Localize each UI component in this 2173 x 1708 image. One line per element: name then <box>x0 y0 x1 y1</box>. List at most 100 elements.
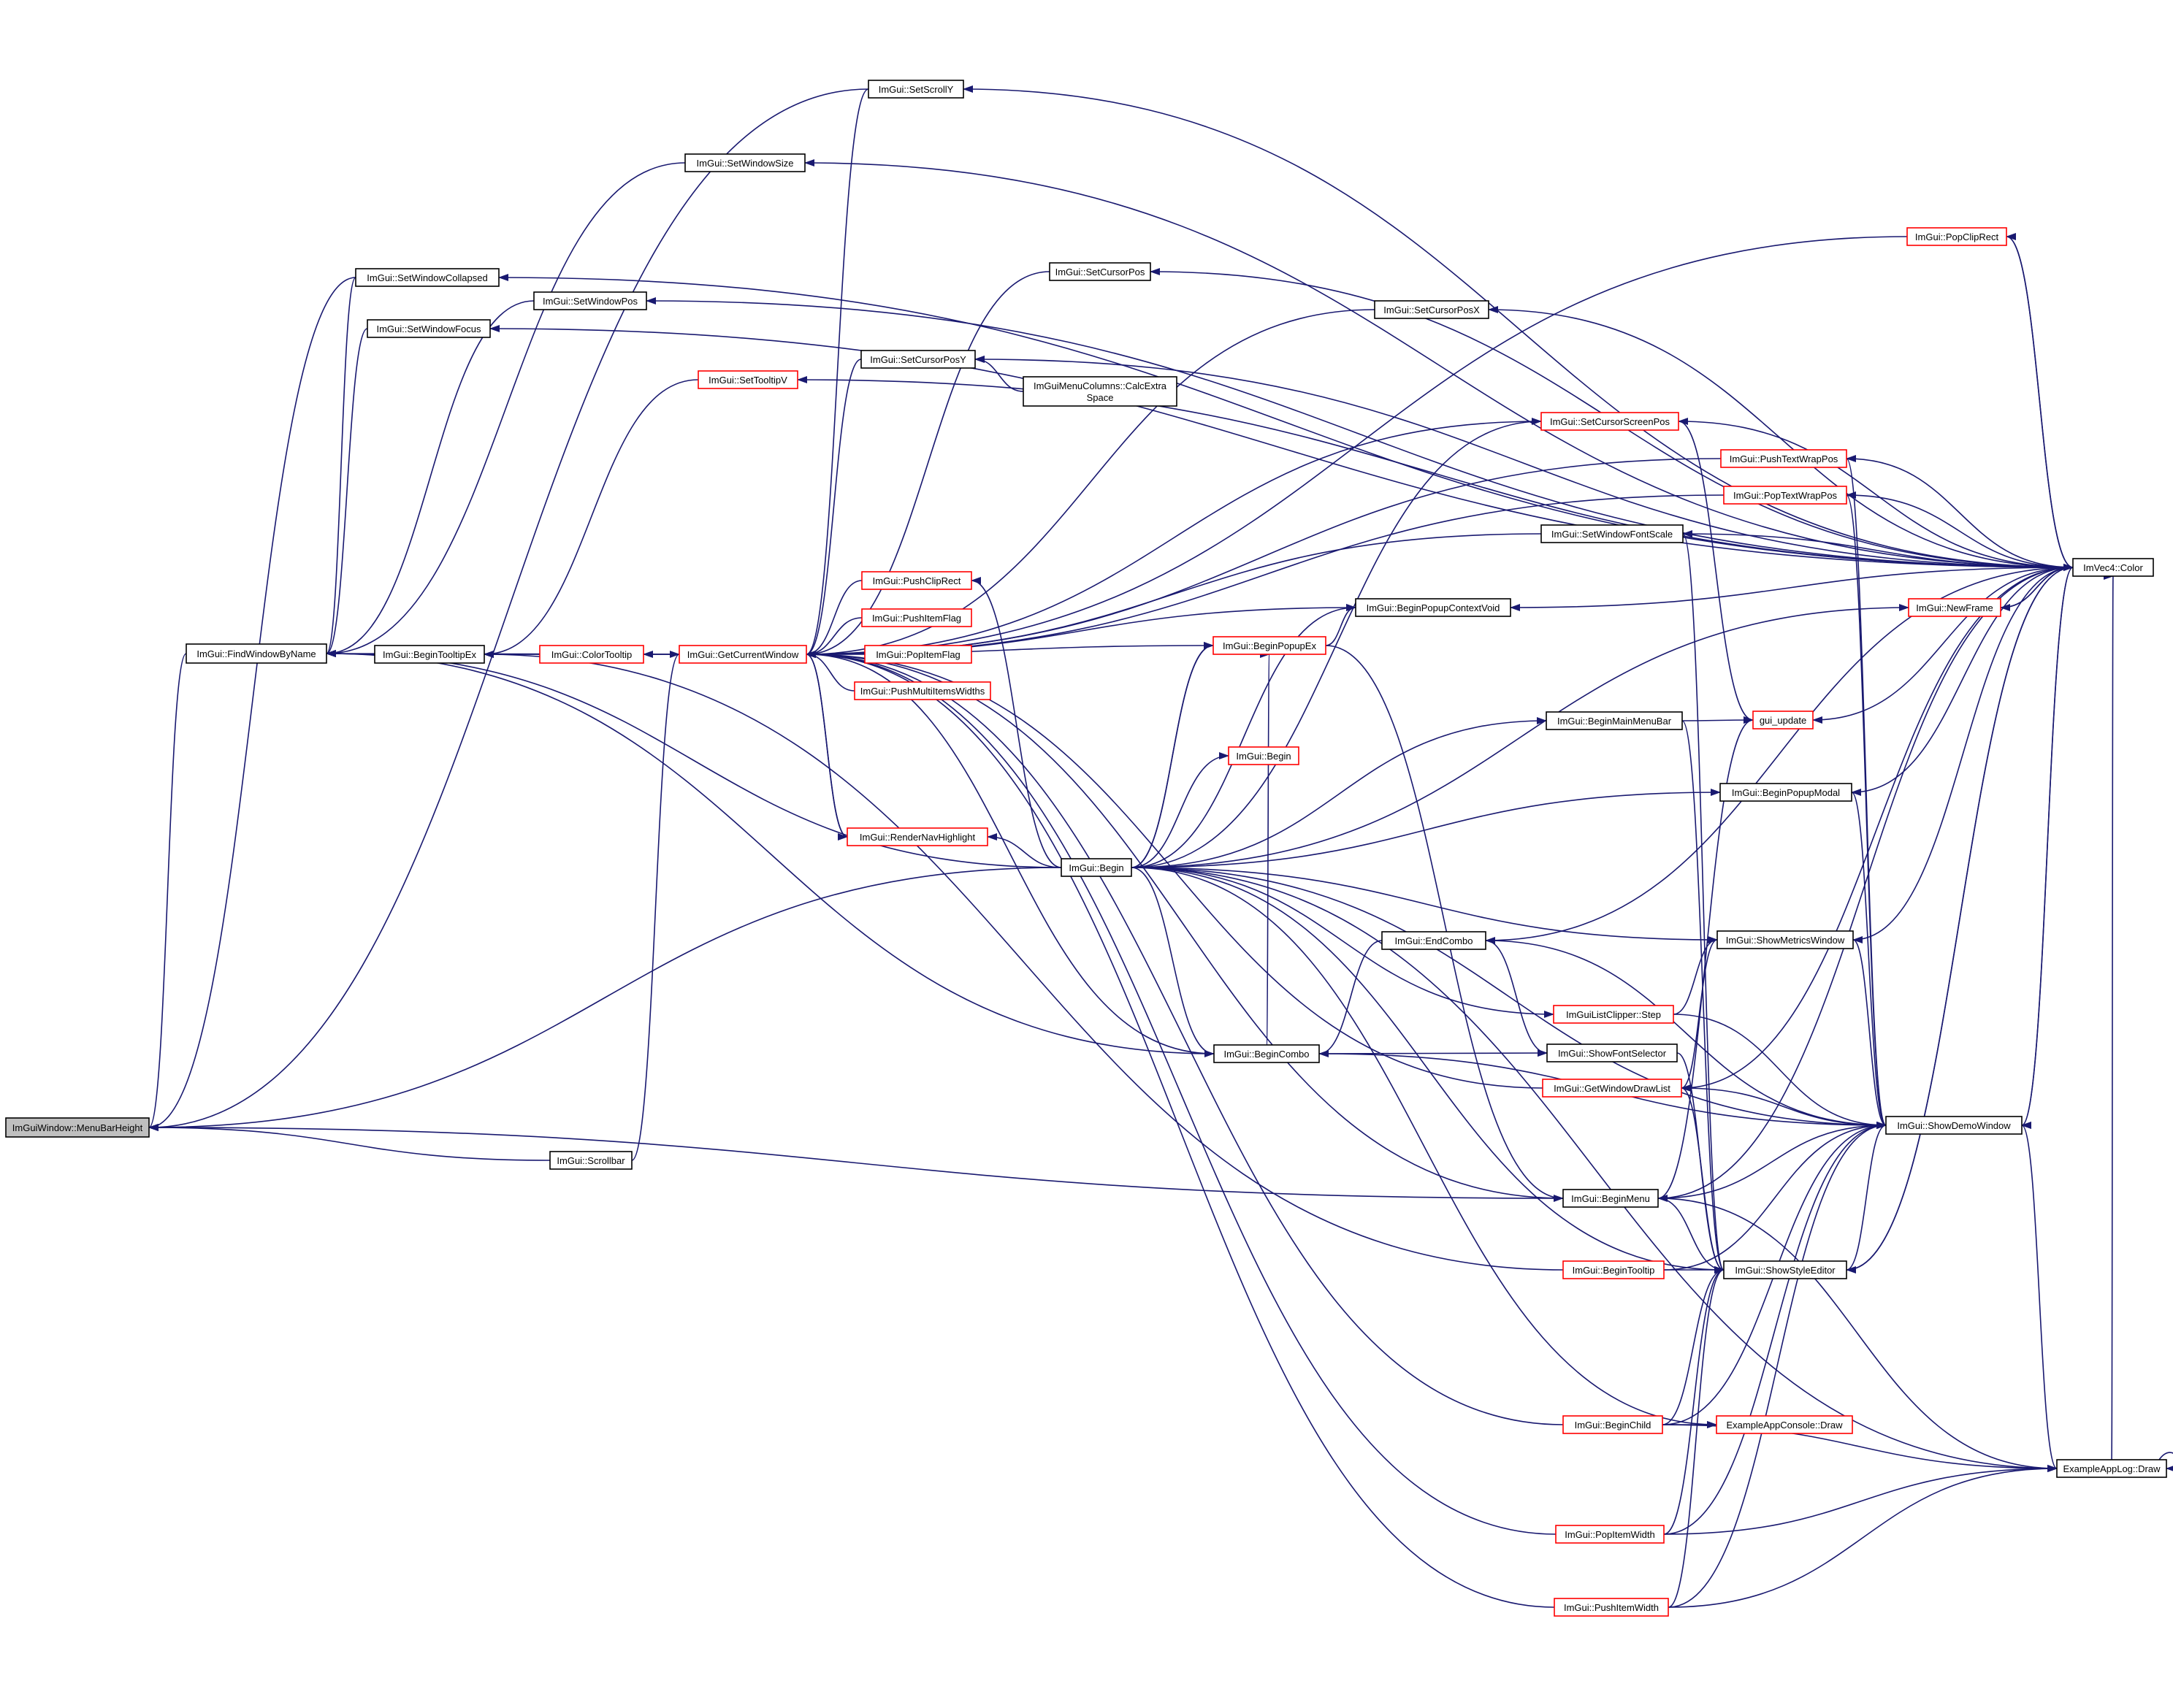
edge-styleeditor-to-demo <box>1846 1122 1887 1271</box>
node-metrics[interactable]: ImGui::ShowMetricsWindow <box>1716 930 1854 949</box>
edge-begin-to-find <box>326 650 1062 868</box>
node-guiupdate[interactable]: gui_update <box>1752 711 1814 729</box>
edge-mainmenubar-to-guiupdate <box>1681 716 1754 724</box>
node-label: ImGui::SetCursorPos <box>1055 267 1145 277</box>
node-begincombo[interactable]: ImGui::BeginCombo <box>1213 1044 1320 1063</box>
node-box <box>186 643 327 664</box>
node-box <box>1885 1116 2023 1135</box>
edge-styleeditor-to-color <box>1846 564 2074 1271</box>
node-find[interactable]: ImGui::FindWindowByName <box>186 643 327 664</box>
edge-begin-to-demo <box>1131 867 1887 1129</box>
node-label: ImGui::FindWindowByName <box>196 648 316 659</box>
node-popitemwidth[interactable]: ImGui::PopItemWidth <box>1555 1525 1665 1544</box>
node-focus[interactable]: ImGui::SetWindowFocus <box>367 319 491 338</box>
edge-color-to-beginmenu <box>1657 567 2074 1202</box>
node-label: ImGui::SetWindowCollapsed <box>367 272 487 283</box>
edge-begin-to-clipperstep <box>1131 867 1554 1018</box>
node-cursorposx[interactable]: ImGui::SetCursorPosX <box>1374 300 1489 319</box>
node-popcliprect[interactable]: ImGui::PopClipRect <box>1906 227 2007 246</box>
edge-drawlist-to-getcur <box>806 651 1543 1089</box>
node-console[interactable]: ExampleAppConsole::Draw <box>1716 1415 1853 1434</box>
node-label: ExampleAppLog::Draw <box>2063 1463 2161 1474</box>
node-demo[interactable]: ImGui::ShowDemoWindow <box>1885 1116 2023 1135</box>
edge-begintooltip-to-demo <box>1663 1122 1887 1271</box>
node-popupmodal[interactable]: ImGui::BeginPopupModal <box>1719 783 1852 802</box>
edge-color-to-cursorscreen <box>1678 418 2074 568</box>
node-label: ImGui::BeginPopupModal <box>1732 787 1840 798</box>
edge-cursorscreen-to-guiupdate <box>1678 421 1754 724</box>
edge-endcombo-to-demo <box>1485 940 1887 1129</box>
node-box <box>868 80 964 99</box>
node-drawlist[interactable]: ImGui::GetWindowDrawList <box>1542 1079 1682 1098</box>
node-box <box>2056 1459 2167 1478</box>
edge-popitemwidth-to-demo <box>1663 1122 1887 1535</box>
node-colortooltip[interactable]: ImGui::ColorTooltip <box>539 645 644 664</box>
edge-begin-to-popupctxvoid <box>1131 604 1356 868</box>
node-label: ExampleAppConsole::Draw <box>1727 1420 1844 1431</box>
node-navhl[interactable]: ImGui::RenderNavHighlight <box>847 827 988 846</box>
edge-color-to-winsize <box>804 159 2074 568</box>
node-getcur[interactable]: ImGui::GetCurrentWindow <box>679 645 807 664</box>
nodes-layer: ImGuiWindow::MenuBarHeight ImGui::FindWin… <box>5 80 2167 1617</box>
node-fontselector[interactable]: ImGui::ShowFontSelector <box>1546 1043 1678 1062</box>
node-label: ImGui::PushTextWrapPos <box>1730 453 1838 464</box>
edges-layer <box>148 85 2173 1608</box>
edge-begin-to-mainmenubar <box>1131 717 1547 868</box>
node-box <box>698 370 798 389</box>
node-beginchild[interactable]: ImGui::BeginChild <box>1562 1415 1663 1434</box>
edge-begin-to-pushcliprect <box>971 577 1062 868</box>
node-label: ImGui::Scrollbar <box>557 1155 625 1166</box>
node-newframe[interactable]: ImGui::NewFrame <box>1908 598 2001 617</box>
node-begin2[interactable]: ImGui::Begin <box>1228 746 1299 765</box>
node-box <box>1542 1079 1682 1098</box>
edge-mainmenubar-to-styleeditor <box>1681 720 1725 1274</box>
node-pushcliprect[interactable]: ImGui::PushClipRect <box>861 571 972 590</box>
edge-winsize-to-find <box>326 162 686 657</box>
node-label: ImGui::BeginTooltip <box>1573 1265 1655 1276</box>
edge-beginmenu-to-getcur <box>806 651 1564 1199</box>
node-cursorpos[interactable]: ImGui::SetCursorPos <box>1049 262 1151 281</box>
node-box <box>847 827 988 846</box>
node-popitemflag[interactable]: ImGui::PopItemFlag <box>864 645 972 664</box>
edge-beginmenu-to-applog <box>1657 1198 2058 1472</box>
node-tooltipex[interactable]: ImGui::BeginTooltipEx <box>374 645 485 664</box>
node-fontscale[interactable]: ImGui::SetWindowFontScale <box>1540 524 1684 543</box>
node-pushitemflag[interactable]: ImGui::PushItemFlag <box>861 608 972 627</box>
node-applog[interactable]: ExampleAppLog::Draw <box>2056 1459 2167 1478</box>
node-scrolly[interactable]: ImGui::SetScrollY <box>868 80 964 99</box>
edge-begin-to-metrics <box>1131 867 1718 943</box>
edge-tooltipv-to-tooltipex <box>484 379 699 658</box>
node-begin[interactable]: ImGui::Begin <box>1061 858 1132 877</box>
node-winpos[interactable]: ImGui::SetWindowPos <box>533 291 647 310</box>
edge-popitemwidth-to-applog <box>1663 1465 2058 1535</box>
node-collapsed[interactable]: ImGui::SetWindowCollapsed <box>355 268 500 287</box>
node-scrollbar[interactable]: ImGui::Scrollbar <box>549 1151 633 1170</box>
node-pushitemwidth[interactable]: ImGui::PushItemWidth <box>1554 1598 1669 1617</box>
node-pushtextwrap[interactable]: ImGui::PushTextWrapPos <box>1720 449 1847 468</box>
node-cursorscreen[interactable]: ImGui::SetCursorScreenPos <box>1540 412 1679 431</box>
edge-begincombo-to-find <box>326 650 1215 1054</box>
node-beginmenu[interactable]: ImGui::BeginMenu <box>1562 1189 1659 1208</box>
edge-begin-to-applog <box>1131 867 2058 1472</box>
node-poptextwrap[interactable]: ImGui::PopTextWrapPos <box>1723 486 1847 505</box>
edge-beginmenu-to-guiupdate <box>1657 716 1754 1199</box>
node-beginpopupex[interactable]: ImGui::BeginPopupEx <box>1212 636 1326 655</box>
node-popupctxvoid[interactable]: ImGui::BeginPopupContextVoid <box>1355 598 1511 617</box>
node-mainmenubar[interactable]: ImGui::BeginMainMenuBar <box>1546 711 1683 730</box>
edge-begin-to-begincombo <box>1131 867 1215 1057</box>
node-endcombo[interactable]: ImGui::EndCombo <box>1381 931 1486 950</box>
node-label: ImGui::BeginMenu <box>1571 1193 1650 1204</box>
node-pushmulti[interactable]: ImGui::PushMultiItemsWidths <box>854 681 991 700</box>
node-cursorposy[interactable]: ImGui::SetCursorPosY <box>860 350 976 369</box>
node-menubar[interactable]: ImGuiWindow::MenuBarHeight <box>5 1117 150 1138</box>
node-color[interactable]: ImVec4::Color <box>2072 558 2154 577</box>
node-label: ImGui::PushItemFlag <box>872 613 961 624</box>
node-tooltipv[interactable]: ImGui::SetTooltipV <box>698 370 798 389</box>
node-clipperstep[interactable]: ImGuiListClipper::Step <box>1553 1005 1674 1024</box>
node-label: ImGui::SetCursorScreenPos <box>1550 416 1670 427</box>
node-styleeditor[interactable]: ImGui::ShowStyleEditor <box>1723 1260 1847 1279</box>
node-begintooltip[interactable]: ImGui::BeginTooltip <box>1562 1260 1665 1279</box>
node-box <box>1553 1005 1674 1024</box>
node-winsize[interactable]: ImGui::SetWindowSize <box>684 153 806 172</box>
